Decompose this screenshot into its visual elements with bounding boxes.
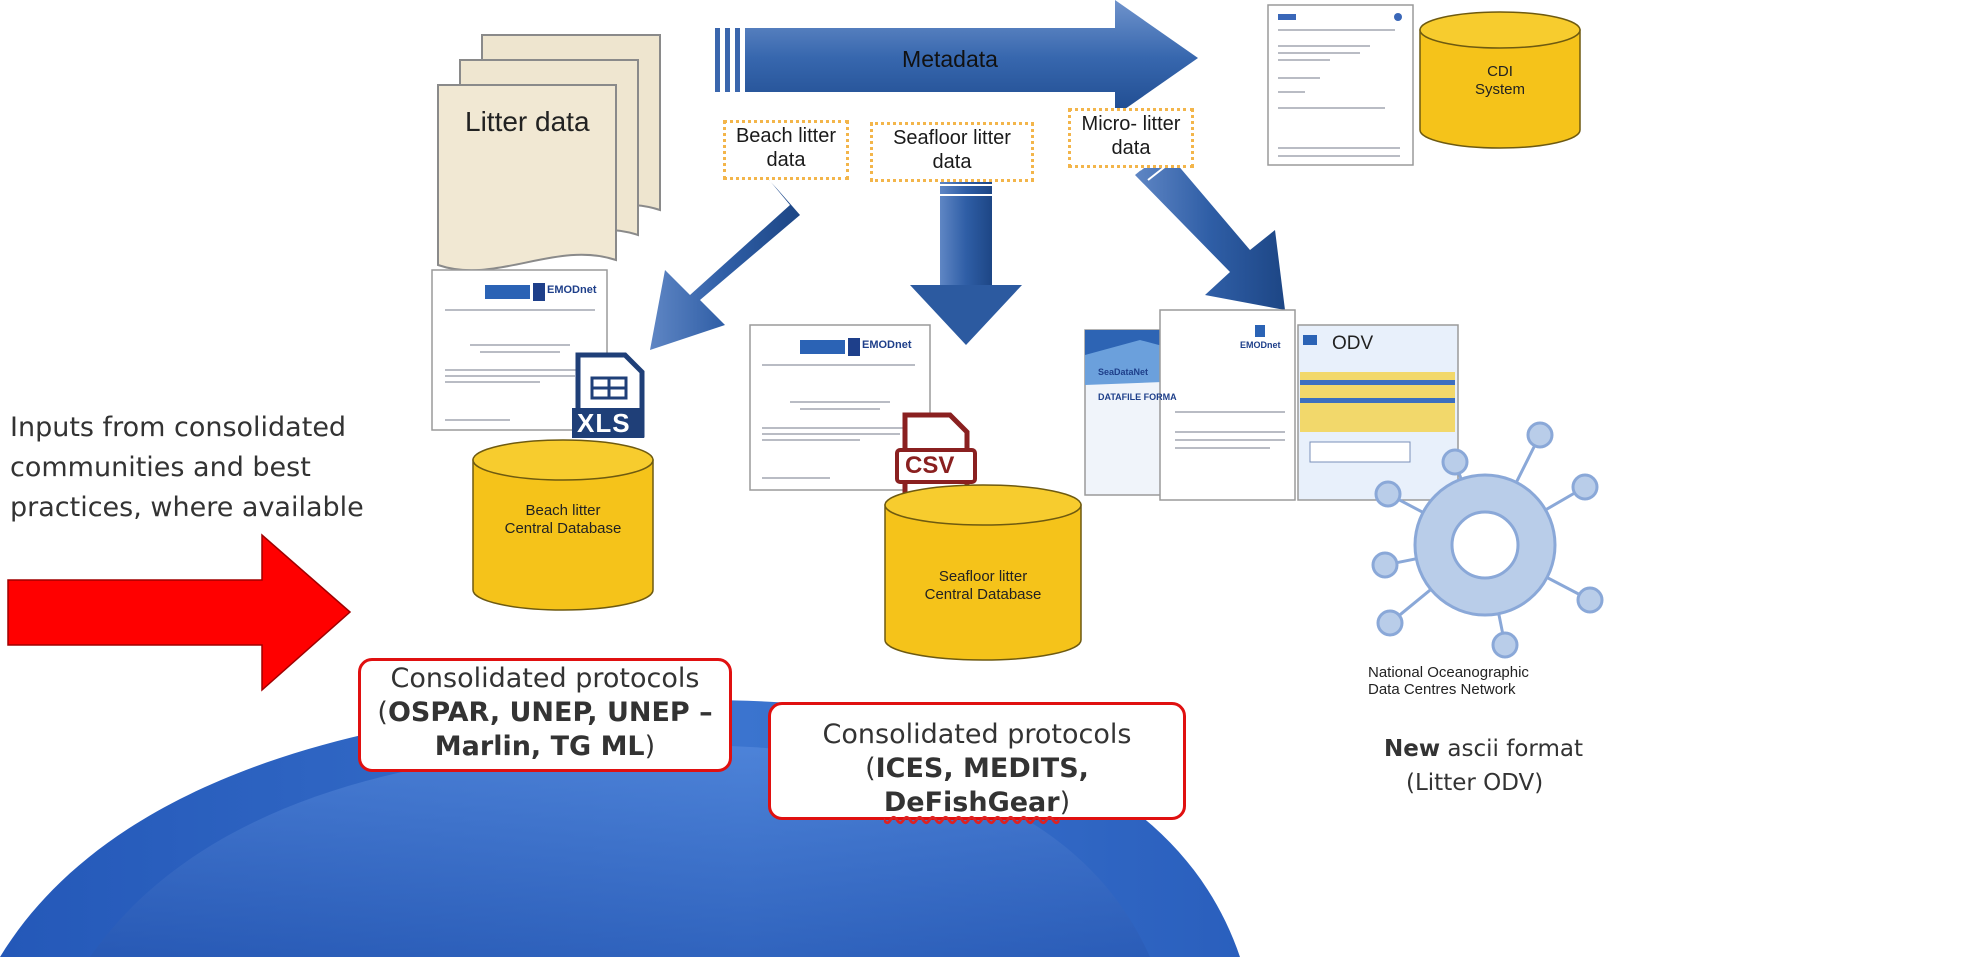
emodnet-logo-seafloor: EMODnet: [862, 339, 912, 351]
beach-down-arrow: [650, 175, 800, 350]
network-line1: National Oceanographic: [1368, 664, 1529, 681]
csv-label: CSV: [905, 452, 955, 479]
micro-down-arrow: [1135, 147, 1285, 310]
seafloor-down-arrow: [910, 175, 1022, 345]
beach-data-line1: Beach litter: [735, 125, 837, 147]
protocol-left-bold1: OSPAR, UNEP, UNEP –: [387, 697, 713, 728]
micro-data-label: Micro- litter data: [1068, 112, 1194, 160]
beach-db-label: Beach litter Central Database: [478, 502, 648, 538]
inputs-text: Inputs from consolidated communities and…: [10, 408, 364, 528]
seafloor-db-label: Seafloor litter Central Database: [890, 568, 1076, 604]
protocol-mid-close: ): [1059, 787, 1071, 818]
cdi-system-label: CDI System: [1440, 63, 1560, 99]
emodnet-logo-beach: EMODnet: [547, 284, 597, 296]
litter-data-documents-icon: [437, 34, 661, 272]
new-ascii-format-label: New ascii format (Litter ODV): [1384, 732, 1584, 800]
litter-data-label: Litter data: [465, 106, 590, 137]
protocol-mid-line2: (ICES, MEDITS, DeFishGear): [768, 752, 1186, 820]
odv-label: ODV: [1332, 333, 1374, 354]
seafloor-data-label: Seafloor litter data: [870, 126, 1034, 174]
seafloor-data-line1: Seafloor litter: [893, 127, 1011, 149]
beach-data-box: [723, 120, 849, 180]
odv-screenshot: [1297, 324, 1459, 501]
network-line2: Data Centres Network: [1368, 681, 1516, 698]
inputs-line2: communities and best: [10, 452, 311, 483]
micro-data-box: [1068, 108, 1194, 168]
inputs-line1: Inputs from consolidated: [10, 412, 347, 443]
seafloor-database: [884, 484, 1082, 661]
protocol-left-line3: Marlin, TG ML): [358, 730, 732, 764]
inputs-line3: practices, where available: [10, 492, 364, 523]
csv-file-icon: [895, 412, 977, 498]
beach-db-line1: Beach litter: [525, 502, 601, 519]
emodnet-logo-micro: EMODnet: [1240, 340, 1281, 350]
cdi-line1: CDI: [1487, 63, 1513, 80]
protocol-mid-defishgear: DeFishGear: [883, 787, 1060, 818]
protocol-left-bold2: Marlin, TG ML: [434, 731, 645, 762]
red-input-arrow: [7, 533, 352, 692]
xls-label: XLS: [577, 408, 631, 438]
network-label: National Oceanographic Data Centres Netw…: [1368, 664, 1529, 698]
xls-file-icon: [572, 352, 645, 438]
protocol-box-mid: [768, 702, 1186, 820]
protocol-left-line1: Consolidated protocols: [390, 663, 700, 694]
protocol-mid-bold: ICES, MEDITS,: [875, 753, 1089, 784]
beach-data-line2: data: [766, 149, 806, 171]
new-format-rest: ascii format: [1440, 736, 1583, 762]
micro-data-line1: Micro- litter: [1081, 113, 1181, 135]
metadata-arrow: [715, 0, 1198, 116]
datafile-format-title: DATAFILE FORMA: [1098, 392, 1177, 402]
national-network-diagram: [1371, 421, 1604, 659]
new-format-line2: (Litter ODV): [1406, 770, 1544, 796]
micro-data-line2: data: [1111, 137, 1151, 159]
seafloor-db-line2: Central Database: [924, 586, 1042, 603]
seafloor-db-line1: Seafloor litter: [938, 568, 1028, 585]
seafloor-data-line2: data: [932, 151, 972, 173]
metadata-label: Metadata: [902, 46, 998, 72]
beach-data-label: Beach litter data: [723, 124, 849, 172]
new-format-bold: New: [1384, 736, 1441, 762]
seafloor-data-box: [870, 122, 1034, 182]
new-format-line1: New ascii format: [1384, 732, 1584, 766]
protocol-left-line2: (OSPAR, UNEP, UNEP –: [358, 696, 732, 730]
protocol-text-mid: Consolidated protocols (ICES, MEDITS, De…: [768, 718, 1186, 820]
beach-database: [472, 439, 654, 611]
cdi-database: [1419, 11, 1581, 149]
cdi-document: [1267, 4, 1414, 166]
beach-db-line2: Central Database: [504, 520, 622, 537]
protocol-box-left: [358, 658, 732, 772]
protocol-text-left: Consolidated protocols (OSPAR, UNEP, UNE…: [358, 662, 732, 764]
protocol-left-open: (: [377, 697, 388, 728]
cdi-line2: System: [1474, 81, 1525, 98]
protocol-mid-line1: Consolidated protocols: [822, 719, 1132, 750]
micro-guidelines-document: [1159, 309, 1296, 501]
seadatanet-title: SeaDataNet: [1098, 367, 1149, 377]
protocol-left-close: ): [644, 731, 656, 762]
protocol-mid-open: (: [865, 753, 876, 784]
